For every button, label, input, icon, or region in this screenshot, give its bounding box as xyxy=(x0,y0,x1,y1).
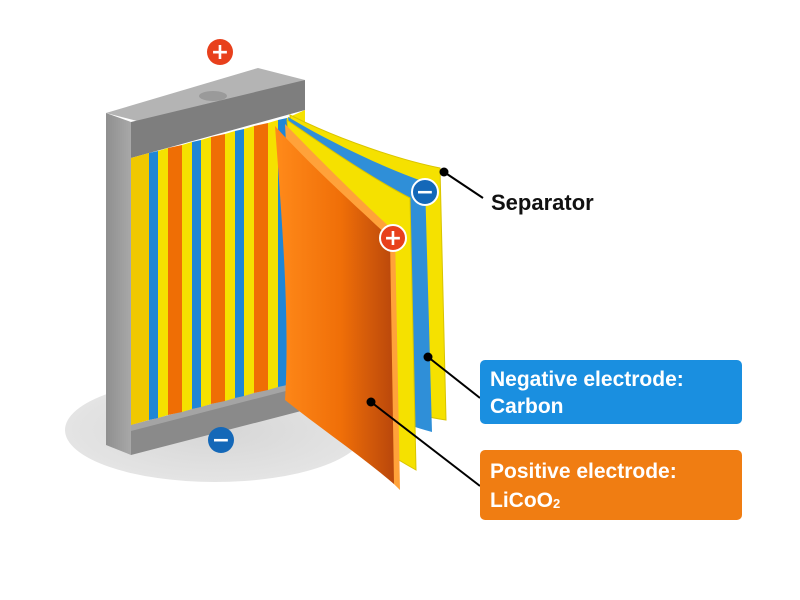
case-top-band xyxy=(131,80,305,158)
case-bottom-band-highlight xyxy=(131,380,305,431)
sheet-negative-badge-sign: − xyxy=(416,180,434,205)
separator-label: Separator xyxy=(491,190,594,215)
case-top-vent xyxy=(199,91,227,101)
positive-label-line2: LiCoO2 xyxy=(490,489,560,512)
top-positive-terminal-icon: + xyxy=(207,39,233,65)
sheet-positive-badge-icon: + xyxy=(379,224,407,252)
negative-leader xyxy=(423,352,481,399)
sheet-negative-badge-icon: − xyxy=(411,178,439,206)
positive-electrode-label: Positive electrode: LiCoO2 xyxy=(480,450,742,520)
negative-electrode-label: Negative electrode: Carbon xyxy=(480,360,742,424)
electrode-stripes xyxy=(131,110,305,425)
separator-leader xyxy=(439,167,484,199)
positive-label-formula: LiCoO xyxy=(490,489,553,512)
case-left-side xyxy=(106,113,131,455)
positive-label-subscript: 2 xyxy=(553,496,560,511)
positive-electrode-sheet xyxy=(275,126,394,484)
positive-label-line1: Positive electrode: xyxy=(490,460,677,483)
positive-leader xyxy=(366,397,481,487)
bottom-negative-terminal-icon: − xyxy=(208,427,234,453)
top-positive-terminal-sign: + xyxy=(211,40,229,65)
case-bottom-band xyxy=(131,380,305,455)
sheet-positive-badge-sign: + xyxy=(384,226,402,251)
negative-label-line1: Negative electrode: xyxy=(490,368,684,391)
bottom-negative-terminal-sign: − xyxy=(212,428,230,453)
negative-label-line2: Carbon xyxy=(490,395,564,418)
